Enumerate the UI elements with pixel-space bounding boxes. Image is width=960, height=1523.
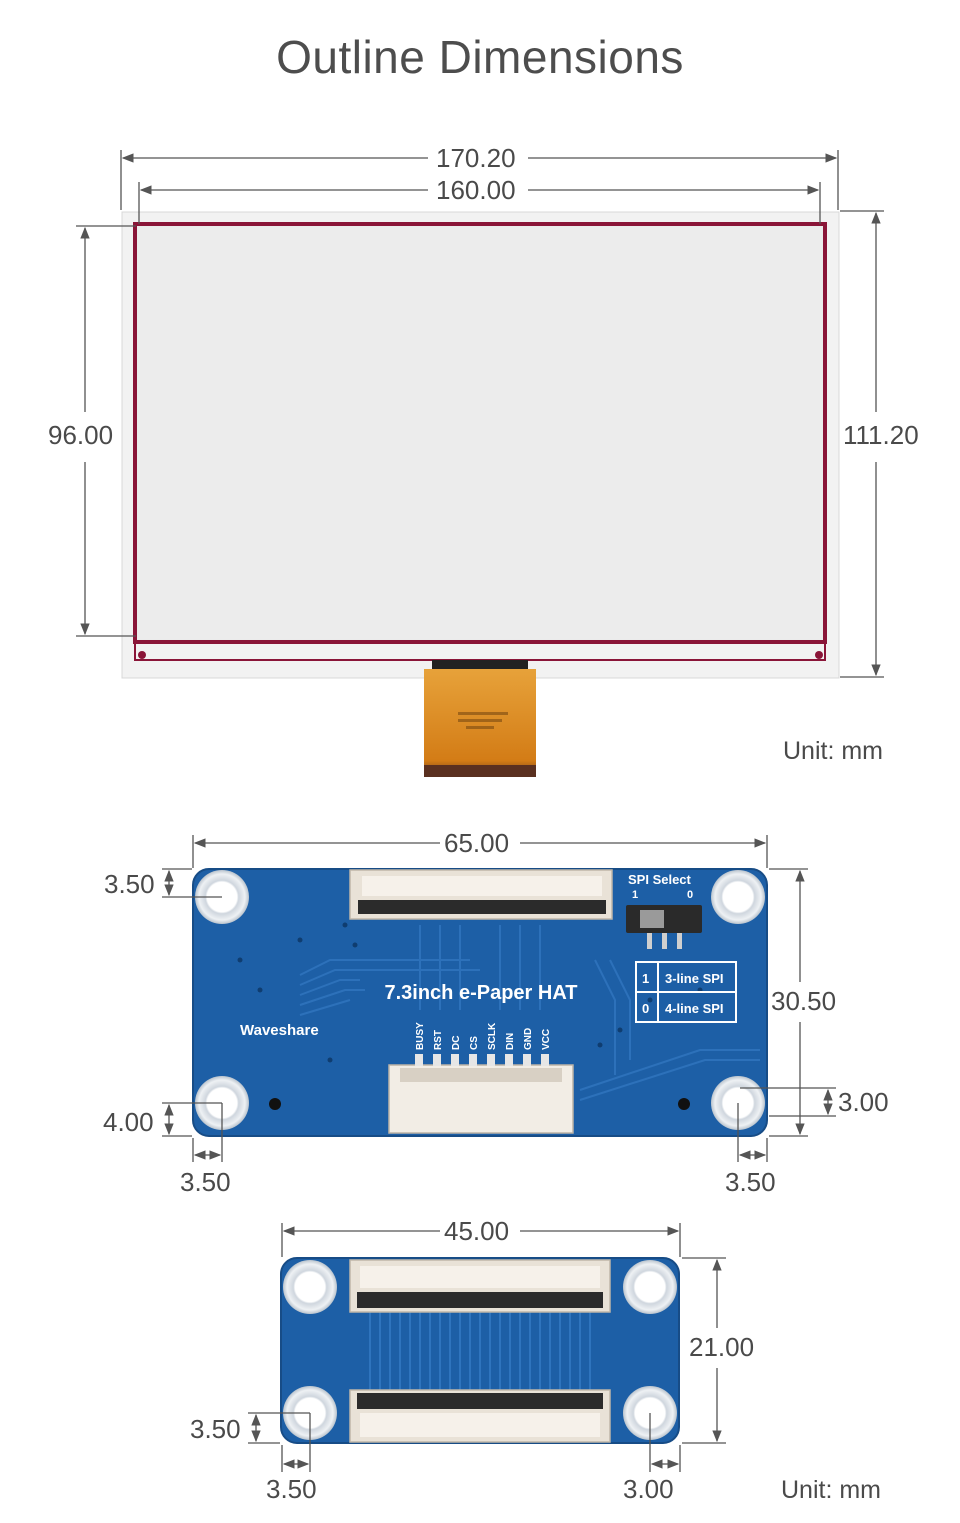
pin-label: SCLK	[487, 1022, 498, 1050]
hat-brand-label: Waveshare	[240, 1022, 319, 1039]
spi-table-mode: 3-line SPI	[665, 971, 724, 986]
panel-mark-left	[138, 651, 146, 659]
epaper-outer-height-label: 111.20	[843, 420, 919, 450]
hat-dimension-lines	[162, 835, 836, 1162]
spi-table-mode: 4-line SPI	[665, 1001, 724, 1016]
spi-table-num: 0	[642, 1001, 649, 1016]
driver-ic	[432, 660, 528, 669]
pin-label: GND	[523, 1028, 534, 1050]
pin-labels: BUSY RST DC CS SCLK DIN GND VCC	[415, 1022, 552, 1050]
epaper-active-width-label: 160.00	[436, 175, 516, 205]
pin-label: RST	[433, 1030, 444, 1050]
adapter-hole-right-offset-label: 3.00	[623, 1474, 674, 1504]
spi-switch-1-label: 1	[632, 889, 638, 901]
hat-hole-right-bottom-offset-label: 3.00	[838, 1087, 889, 1117]
adapter-width-label: 45.00	[444, 1216, 510, 1246]
adapter-board	[280, 1257, 680, 1444]
hat-hole-left-offset-label: 3.50	[180, 1167, 231, 1197]
hat-hole-top-offset-label: 3.50	[104, 869, 155, 899]
adapter-dimension-lines	[248, 1223, 726, 1472]
epaper-active-height-label: 96.00	[48, 420, 114, 450]
epaper-outer-width-label: 170.20	[436, 143, 516, 173]
pin-label: DC	[451, 1036, 462, 1050]
epaper-dimension-lines	[76, 150, 884, 678]
spi-switch-0-label: 0	[687, 889, 693, 901]
unit-label-top: Unit: mm	[783, 737, 883, 765]
hat-board-name: 7.3inch e-Paper HAT	[384, 982, 577, 1004]
pin-label: VCC	[541, 1029, 552, 1050]
fpc-ribbon	[424, 669, 536, 777]
epaper-panel	[121, 211, 840, 679]
hat-hole-right-offset-label: 3.50	[725, 1167, 776, 1197]
adapter-height-label: 21.00	[689, 1332, 755, 1362]
pin-label: DIN	[505, 1033, 516, 1050]
hat-hole-bottom-offset-label: 4.00	[103, 1107, 154, 1137]
unit-label-bottom: Unit: mm	[781, 1476, 881, 1504]
hat-width-label: 65.00	[444, 828, 510, 858]
hat-height-label: 30.50	[771, 986, 837, 1016]
page-title: Outline Dimensions	[276, 31, 684, 83]
spi-table-num: 1	[642, 971, 649, 986]
adapter-hole-left-offset-label: 3.50	[266, 1474, 317, 1504]
pin-label: BUSY	[415, 1022, 426, 1050]
pin-label: CS	[469, 1036, 480, 1050]
adapter-hole-bottom-offset-label: 3.50	[190, 1414, 241, 1444]
panel-mark-right	[815, 651, 823, 659]
spi-select-label: SPI Select	[628, 872, 692, 887]
